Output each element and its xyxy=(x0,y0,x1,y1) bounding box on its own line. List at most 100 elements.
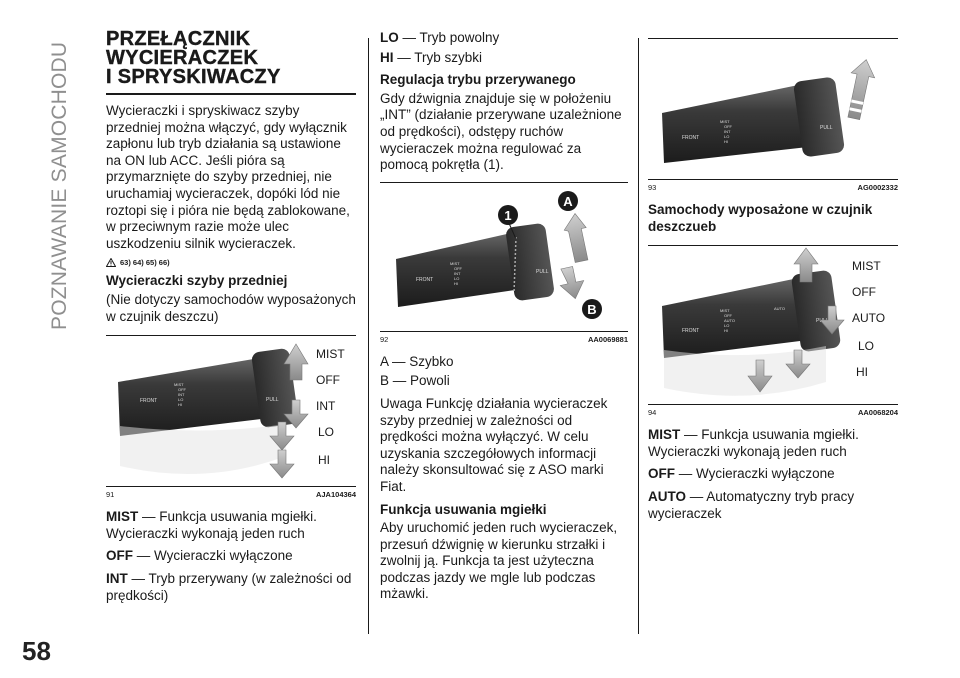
mode-desc: — Funkcja usuwania mgiełki. Wycieraczki … xyxy=(648,427,859,459)
stalk-text-front: FRONT xyxy=(140,398,157,404)
arrow-down-icon xyxy=(269,449,295,479)
figure-93-caption: 93 AG0002332 xyxy=(648,183,898,192)
figure-number: 93 xyxy=(648,183,657,192)
column-2: LO — Tryb powolny HI — Tryb szybki Regul… xyxy=(380,30,628,609)
warning-references: 63) 64) 65) 66) xyxy=(106,258,356,268)
mode-off: OFF — Wycieraczki wyłączone xyxy=(106,548,356,565)
stalk-text-lo: LO xyxy=(724,323,729,328)
label-mist: MIST xyxy=(852,259,881,273)
mode-desc: — Tryb szybki xyxy=(393,49,483,65)
stalk-text-auto: AUTO xyxy=(724,318,735,323)
column-3: FRONT MIST OFF INT LO HI PULL 93 AG00023… xyxy=(648,38,898,528)
arrow-down-icon xyxy=(819,305,845,335)
mode-key: MIST xyxy=(106,509,139,525)
interval-paragraph: Gdy dźwignia znajduje się w położeniu „I… xyxy=(380,90,622,173)
label-auto: AUTO xyxy=(852,311,885,325)
stalk-text-int: INT xyxy=(454,271,461,276)
mode-key: LO xyxy=(380,30,399,45)
figure-92-top-rule xyxy=(380,181,628,183)
mist-function-heading: Funkcja usuwania mgiełki xyxy=(380,501,547,517)
stalk-text-mist: MIST xyxy=(450,261,460,266)
label-lo: LO xyxy=(318,425,334,439)
label-hi: HI xyxy=(318,453,330,467)
rain-sensor-heading: Samochody wyposażone w czujnik deszczueb xyxy=(648,202,873,234)
figure-code: AJA104364 xyxy=(315,490,356,500)
mode-hi: HI — Tryb szybki xyxy=(380,50,628,67)
column-divider-1 xyxy=(368,38,369,634)
figure-93-top-rule xyxy=(648,38,898,39)
stalk-text-off: OFF xyxy=(724,313,733,318)
front-wipers-heading: Wycieraczki szyby przedniej xyxy=(106,273,288,289)
section-title-line-1: PRZEŁĄCZNIK xyxy=(106,28,251,50)
mode-desc: — Tryb przerywany (w zależności od prędk… xyxy=(106,570,352,603)
figure-91-top-rule xyxy=(106,335,356,337)
interval-heading: Regulacja trybu przerywanego xyxy=(380,72,576,88)
figure-91: FRONT MIST OFF INT LO HI PULL MIST OFF I… xyxy=(106,336,356,488)
stalk-text-lo: LO xyxy=(724,134,729,139)
arrow-down-icon xyxy=(785,349,811,379)
mode-key: MIST xyxy=(648,427,681,443)
mode-desc: — Automatyczny tryb pracy wycieraczek xyxy=(648,488,855,521)
stalk-text-front: FRONT xyxy=(416,277,433,283)
figure-94-caption: 94 AA0068204 xyxy=(648,408,898,417)
arrow-up-icon xyxy=(847,59,876,120)
arrow-down-icon xyxy=(559,265,585,299)
figure-94-top-rule xyxy=(648,245,898,247)
mode-int: INT — Tryb przerywany (w zależności od p… xyxy=(106,571,356,604)
stalk-text-hi: HI xyxy=(724,139,728,144)
arrow-up-icon xyxy=(563,212,589,263)
label-off: OFF xyxy=(316,373,340,387)
mode-key: AUTO xyxy=(648,488,687,504)
wiper-stalk-illustration-92: FRONT MIST OFF INT LO HI PULL 1 A B xyxy=(396,190,602,319)
mode-key: INT xyxy=(106,570,128,586)
stalk-text-front: FRONT xyxy=(682,135,699,141)
figure-91-caption: 91 AJA104364 xyxy=(106,490,356,499)
dial-ring xyxy=(513,236,517,293)
figure-code: AA0068204 xyxy=(857,408,898,418)
stalk-text-off: OFF xyxy=(724,124,733,129)
stalk-text-off: OFF xyxy=(454,266,463,271)
legend-b: B — Powoli xyxy=(380,373,450,389)
wiper-stalk-illustration-91: FRONT MIST OFF INT LO HI PULL MIST OFF I… xyxy=(118,343,345,479)
warning-refs-text: 63) 64) 65) 66) xyxy=(120,258,170,268)
figure-94: FRONT MIST OFF AUTO LO HI AUTO PULL MIST… xyxy=(648,246,898,406)
label-off: OFF xyxy=(852,285,876,299)
label-hi: HI xyxy=(856,365,868,379)
mode-desc: — Tryb powolny xyxy=(398,30,500,45)
arrow-up-icon xyxy=(793,247,819,283)
section-title-line-3: I SPRYSKIWACZY xyxy=(106,66,281,88)
column-divider-2 xyxy=(638,38,639,634)
page-number: 58 xyxy=(22,636,51,666)
stalk-text-mist: MIST xyxy=(720,308,730,313)
front-wipers-subheading: (Nie dotyczy samochodów wyposażonych w c… xyxy=(106,291,356,324)
mode-key: OFF xyxy=(106,548,133,564)
figure-92: FRONT MIST OFF INT LO HI PULL 1 A B xyxy=(380,183,628,332)
callout-b xyxy=(582,298,602,319)
stalk-text-auto-ring: AUTO xyxy=(774,306,785,311)
callout-b-label: B xyxy=(587,302,596,317)
title-divider xyxy=(106,93,356,95)
label-lo: LO xyxy=(858,339,874,353)
mode-off: OFF — Wycieraczki wyłączone xyxy=(648,466,898,483)
note-paragraph: Uwaga Funkcję działania wycieraczek szyb… xyxy=(380,395,608,494)
figure-code: AA0069881 xyxy=(587,334,628,344)
mode-desc: — Wycieraczki wyłączone xyxy=(675,466,835,482)
arrow-down-icon xyxy=(283,399,309,429)
intro-paragraph: Wycieraczki i spryskiwacz szyby przednie… xyxy=(106,103,350,251)
stalk-text-int: INT xyxy=(178,392,185,397)
stalk-text-pull: PULL xyxy=(820,125,833,131)
warning-triangle-icon xyxy=(106,258,116,268)
stalk-text-lo: LO xyxy=(454,276,459,281)
stalk-text-pull: PULL xyxy=(266,397,279,403)
figure-93: FRONT MIST OFF INT LO HI PULL xyxy=(648,39,898,180)
figure-code: AG0002332 xyxy=(857,183,898,192)
mode-mist: MIST — Funkcja usuwania mgiełki. Wyciera… xyxy=(106,509,356,542)
wiper-stalk-illustration-93: FRONT MIST OFF INT LO HI PULL xyxy=(662,59,876,163)
callout-1 xyxy=(498,204,518,225)
stalk-text-front: FRONT xyxy=(682,328,699,334)
arrow-down-icon xyxy=(747,359,773,393)
figure-92-caption: 92 AA0069881 xyxy=(380,335,628,344)
mode-desc: — Funkcja usuwania mgiełki. Wycieraczki … xyxy=(106,509,317,541)
callout-a xyxy=(558,190,578,211)
stalk-text-mist: MIST xyxy=(174,382,184,387)
